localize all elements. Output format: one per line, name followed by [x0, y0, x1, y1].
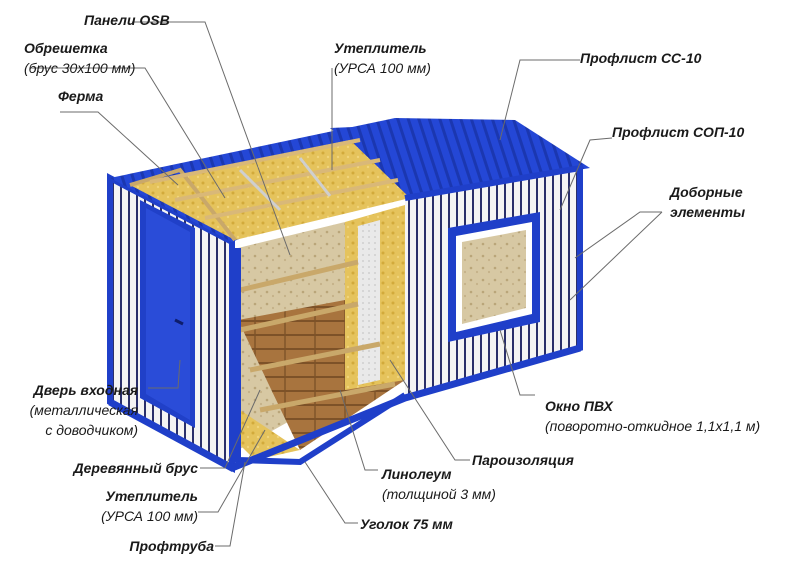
label-proflist-sop10: Профлист СОП-10 — [612, 124, 745, 140]
label-dobornye: Доборные элементы — [670, 184, 746, 220]
lath-3 — [249, 341, 381, 373]
leader-okno — [499, 329, 535, 396]
leader-ferma — [60, 111, 179, 186]
leader-brus — [200, 389, 261, 469]
label-door: Дверь входная (металлическая с доводчико… — [29, 382, 138, 438]
pvc-window-view — [462, 230, 526, 324]
roof-truss-web-2 — [298, 157, 332, 197]
leader-lines — [30, 21, 663, 547]
side-wall — [404, 164, 583, 401]
roof-insulation — [130, 140, 410, 240]
label-osb-panels: Панели OSB — [84, 12, 170, 28]
leader-dobornye-1 — [574, 211, 662, 259]
label-paroizolyaciya: Пароизоляция — [472, 452, 574, 468]
leader-proftruba — [215, 461, 246, 547]
roof-batten-1 — [149, 138, 361, 184]
cutaway-interior — [235, 205, 407, 466]
leader-dobornye-2 — [569, 211, 663, 301]
leader-osb — [132, 21, 291, 256]
leader-ugolok — [304, 461, 358, 524]
lath-1 — [239, 259, 359, 293]
leader-proflist-sop — [559, 137, 613, 211]
lath-4 — [259, 381, 396, 413]
leader-uteplitel-bottom — [198, 429, 266, 513]
leader-door — [148, 359, 181, 389]
end-wall — [107, 173, 235, 474]
label-proftruba: Профтруба — [129, 538, 214, 554]
roof-truss-web — [238, 168, 282, 212]
label-uteplitel-top: Утеплитель (УРСА 100 мм) — [334, 40, 431, 76]
lath-2 — [239, 301, 359, 333]
label-uteplitel-bottom: Утеплитель (УРСА 100 мм) — [101, 488, 198, 524]
roof — [110, 118, 590, 242]
label-okno: Окно ПВХ (поворотно-откидное 1,1х1,1 м) — [545, 398, 761, 434]
label-ugolok: Уголок 75 мм — [360, 516, 453, 532]
label-proflist-cc10: Профлист СС-10 — [580, 50, 702, 66]
leader-proflist-cc — [499, 59, 580, 141]
vapor-barrier — [358, 220, 380, 385]
label-linoleum: Линолеум (толщиной 3 мм) — [382, 466, 496, 502]
roof-batten-3 — [204, 178, 399, 220]
leader-obreshetka — [30, 67, 226, 199]
bottom-frame — [108, 344, 581, 472]
leader-linoleum — [339, 389, 378, 471]
label-brus: Деревянный брус — [73, 460, 199, 476]
label-ferma: Ферма — [58, 88, 104, 104]
leader-paroizolyaciya — [389, 359, 470, 461]
door-handle — [174, 318, 184, 326]
roof-batten-2 — [174, 158, 381, 202]
label-obreshetka: Обрешетка (брус 30х100 мм) — [24, 40, 136, 76]
